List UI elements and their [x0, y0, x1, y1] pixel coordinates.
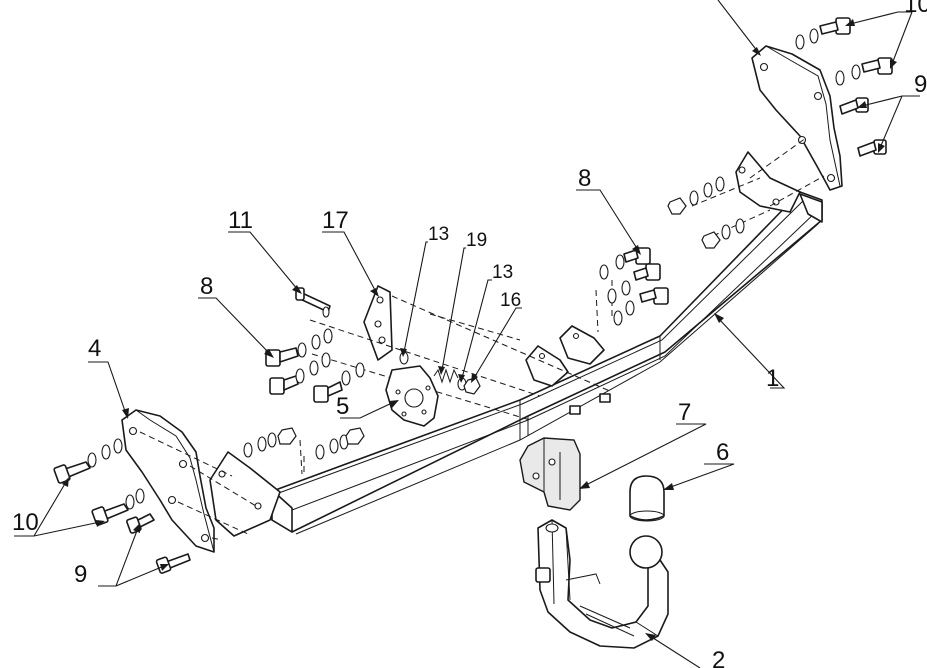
- socket-plate-part-5: [385, 365, 439, 427]
- callout-9-left: 9: [74, 561, 87, 588]
- middle-mount-plates: [363, 285, 611, 415]
- callout-13-a: 13: [428, 224, 449, 245]
- callout-8-left: 8: [200, 273, 213, 300]
- fasteners-middle: [265, 176, 745, 403]
- leader-lines: [14, 0, 920, 668]
- callout-17: 17: [322, 207, 349, 234]
- callout-7: 7: [678, 399, 691, 426]
- callout-10-left: 10: [12, 509, 39, 536]
- callout-5: 5: [336, 393, 349, 420]
- callout-4: 4: [88, 335, 101, 362]
- callout-9-right: 9: [914, 71, 927, 98]
- left-side-bracket-part-4: [121, 409, 215, 553]
- callout-6: 6: [716, 439, 729, 466]
- right-side-bracket: [751, 45, 843, 191]
- callout-1: 1: [766, 365, 779, 392]
- right-crossbar-bracket: [735, 151, 801, 213]
- detachable-towbar-part-2: [535, 519, 669, 649]
- callout-2: 2: [712, 647, 725, 668]
- ball-cap-part-6: [629, 475, 665, 522]
- callout-labels: 1 2 4 5 6 7 8 8 9 9 10 10 11 17 13 19 13…: [12, 0, 927, 668]
- callout-11: 11: [228, 207, 253, 234]
- callout-10-right: 10: [904, 0, 927, 18]
- left-crossbar-bracket: [209, 451, 281, 537]
- ball-mount-part-7: [519, 437, 581, 511]
- callout-13-b: 13: [492, 262, 513, 283]
- crossbar-part-1: [269, 191, 823, 535]
- callout-19: 19: [466, 230, 487, 251]
- callout-16: 16: [500, 290, 521, 311]
- callout-8-right: 8: [578, 165, 591, 192]
